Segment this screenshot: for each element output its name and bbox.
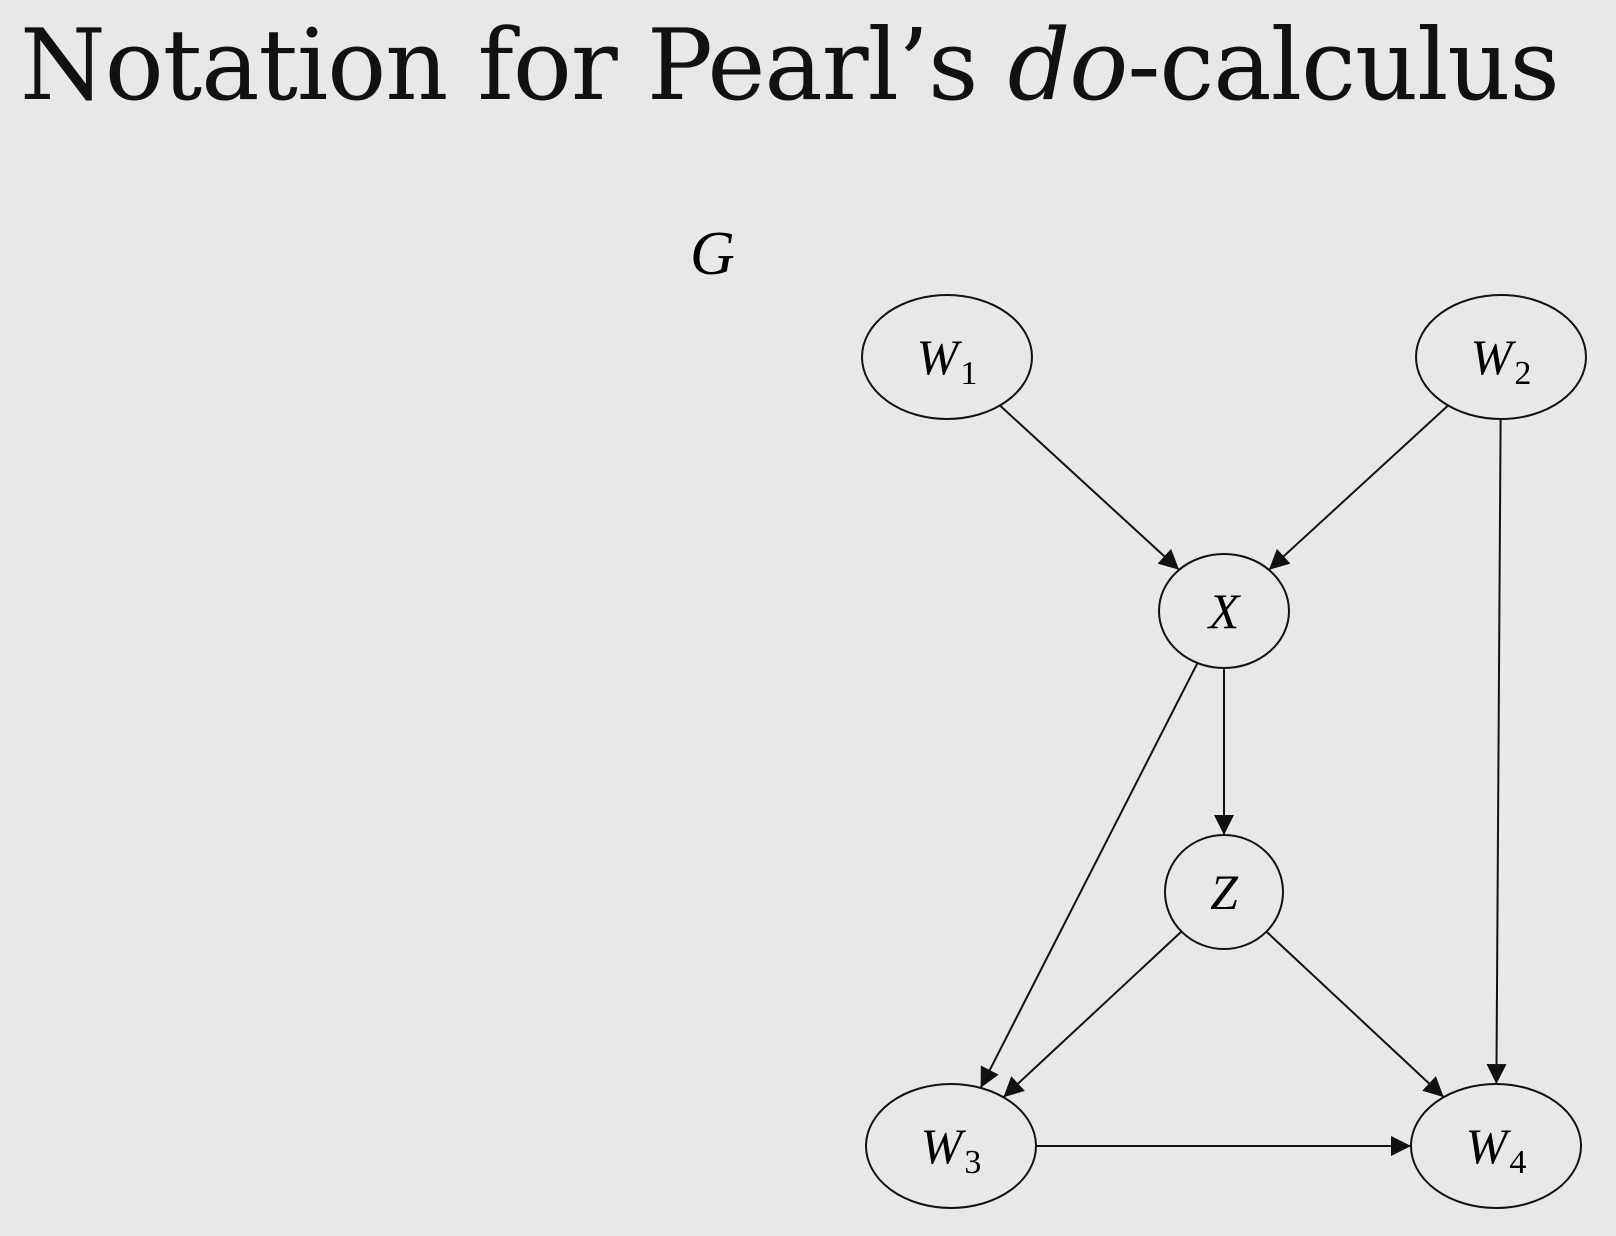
title-suffix: -calculus [1127,9,1560,123]
edge-z-to-w4 [1265,930,1445,1098]
node-label-subscript: 4 [1509,1144,1526,1181]
node-w3: W3 [865,1083,1037,1209]
graph-label: G [690,220,735,288]
node-label: W4 [1466,1118,1527,1181]
edge-x-to-w3 [979,662,1199,1089]
node-label: W2 [1471,329,1532,392]
node-x: X [1158,553,1290,669]
node-label-main: W [921,1118,967,1174]
edge-layer [979,404,1507,1156]
node-ellipse [1158,553,1290,669]
node-label-main: W [917,329,963,385]
edge-w1-to-x [999,404,1180,571]
edge-w2-to-x [1268,404,1449,571]
node-ellipse [865,1083,1037,1209]
title-emphasis: do [1007,9,1129,123]
slide-title: Notation for Pearl’s do-calculus [20,8,1560,126]
node-label: X [1207,583,1242,639]
edge-z-to-w3 [1002,930,1183,1098]
node-z: Z [1164,834,1284,950]
node-label: W1 [917,329,978,392]
node-label-subscript: 1 [960,355,977,392]
node-label-subscript: 2 [1514,355,1531,392]
node-w1: W1 [861,294,1033,420]
node-label-subscript: 3 [964,1144,981,1181]
node-ellipse [1164,834,1284,950]
node-label: W3 [921,1118,982,1181]
node-ellipse [1415,294,1587,420]
node-ellipse [1410,1083,1582,1209]
node-label-main: W [1471,329,1517,385]
title-prefix: Notation for Pearl’s [20,9,1008,123]
node-w2: W2 [1415,294,1587,420]
node-label-main: W [1466,1118,1512,1174]
node-label-main: X [1207,583,1242,639]
node-w4: W4 [1410,1083,1582,1209]
node-label-main: Z [1210,864,1239,920]
edge-w2-to-w4 [1486,418,1507,1085]
node-label: Z [1210,864,1239,920]
node-ellipse [861,294,1033,420]
